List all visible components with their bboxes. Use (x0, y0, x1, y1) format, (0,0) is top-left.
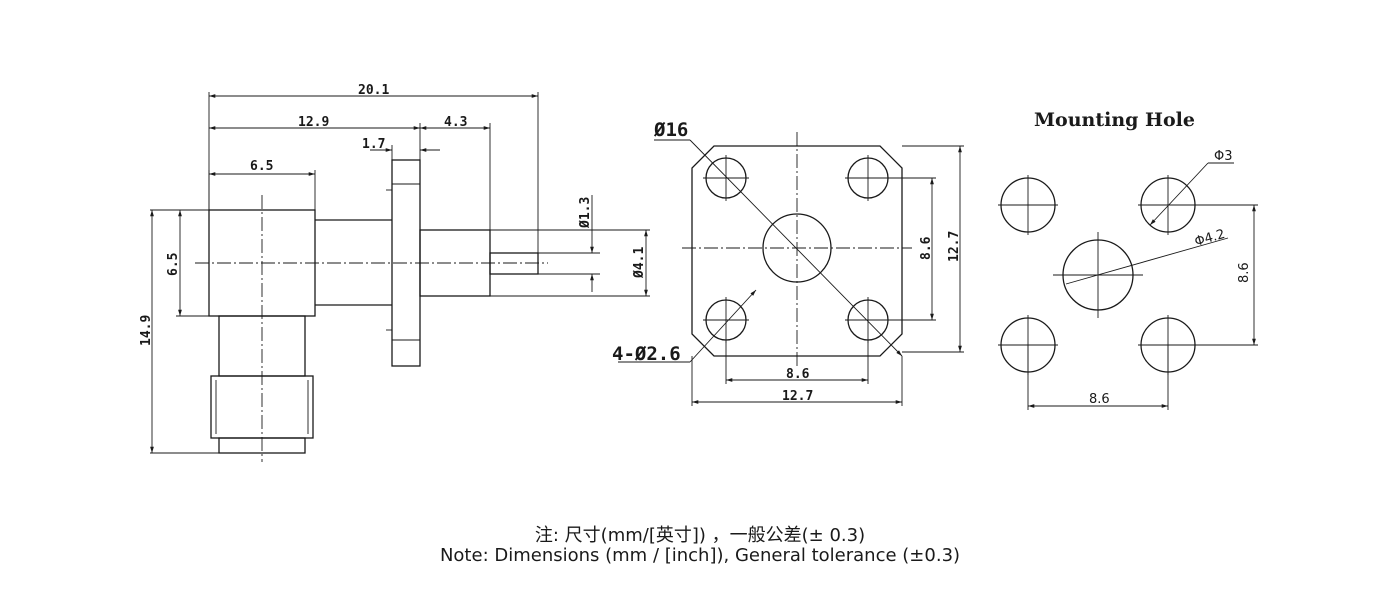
dim-small-hole-dia: Φ3 (1214, 149, 1233, 164)
dim-body-height: 6.5 (166, 253, 181, 276)
dim-dielectric-dia: Ø4.1 (632, 247, 647, 279)
mounting-hole-title: Mounting Hole (1034, 109, 1195, 131)
dim-flange-thickness: 1.7 (362, 137, 385, 152)
flange-outline (691, 145, 903, 357)
dim-flange-dia: Ø16 (653, 119, 688, 141)
dim-center-hole-dia: Φ4.2 (1193, 227, 1227, 250)
dim-overall-height: 14.9 (139, 315, 154, 346)
dim-holes: 4-Ø2.6 (612, 343, 681, 365)
center-pin (489, 252, 539, 275)
dim-flange-height: 12.7 (947, 231, 962, 262)
dim-hole-spacing-h: 8.6 (786, 367, 810, 382)
dim-mount-spacing-v: 8.6 (1237, 262, 1252, 283)
dim-pin-dia: Ø1.3 (578, 197, 593, 229)
dim-mount-spacing-h: 8.6 (1089, 392, 1110, 407)
dim-hole-spacing-v: 8.6 (919, 236, 934, 260)
dim-body-to-flange: 12.9 (298, 115, 329, 130)
dim-flange-width: 12.7 (782, 389, 813, 404)
front-view: Ø16 4-Ø2.6 8.6 12.7 8.6 12.7 (612, 119, 964, 406)
side-view: 20.1 12.9 4.3 1.7 6.5 6.5 14.9 Ø1.3 Ø4.1 (139, 83, 650, 462)
note-english: Note: Dimensions (mm / [inch]), General … (439, 545, 961, 566)
dim-body-width: 6.5 (250, 159, 273, 174)
dim-flange-to-pin: 4.3 (444, 115, 467, 130)
mounting-hole-view: Mounting Hole Φ3 Φ4.2 8.6 8.6 (998, 109, 1258, 410)
note-chinese: 注: 尺寸(mm/[英寸]) ，一般公差(± 0.3) (534, 525, 866, 546)
dim-overall-length: 20.1 (358, 83, 389, 98)
